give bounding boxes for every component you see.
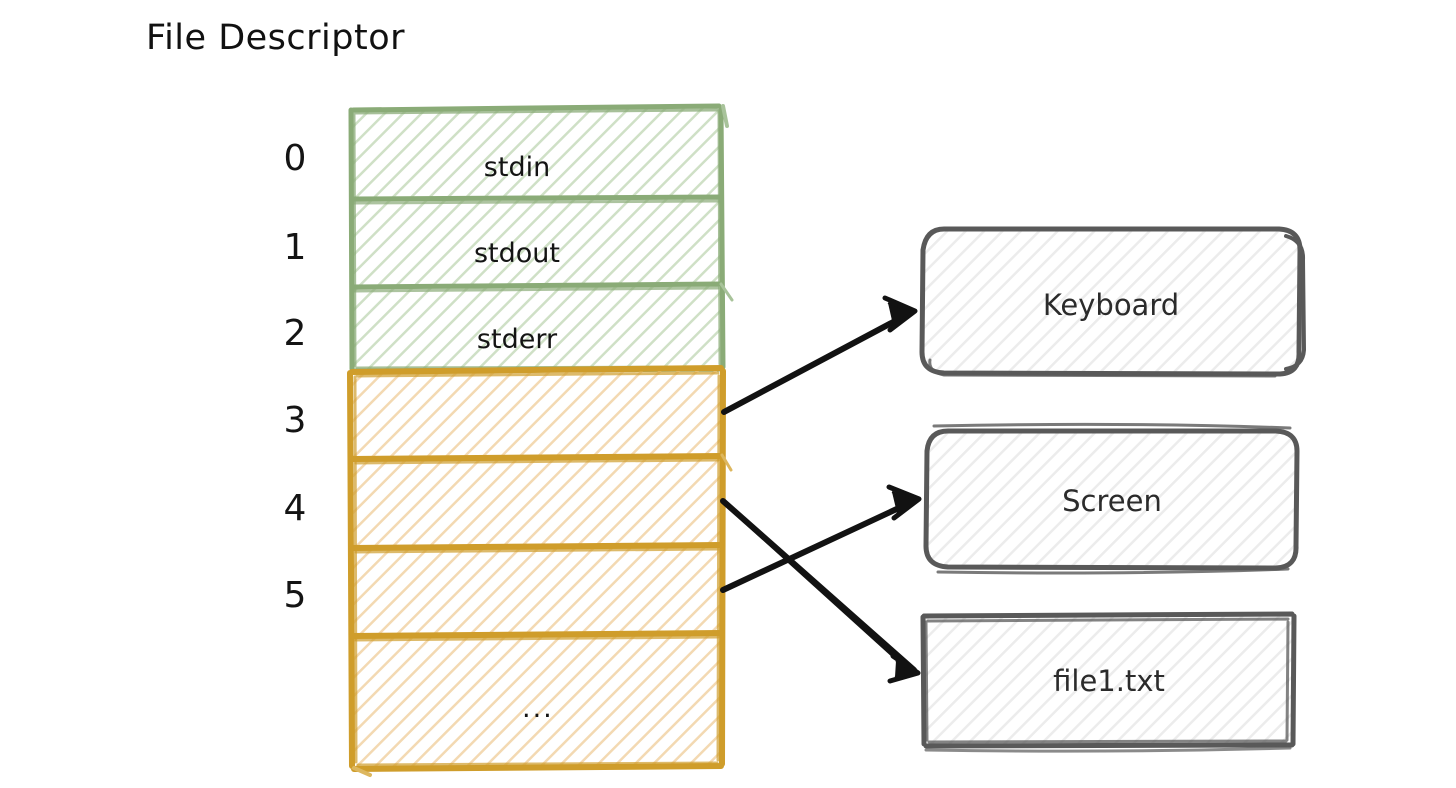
- fd-cell-stderr: stderr: [476, 324, 558, 355]
- fd-standard-group: [348, 103, 734, 374]
- fd-index-1: 1: [283, 227, 307, 268]
- screen-box-shape: [923, 422, 1300, 575]
- fd-index-0: 0: [283, 138, 307, 179]
- fd-row-3[interactable]: [352, 370, 722, 459]
- fd-row-4[interactable]: [352, 459, 722, 548]
- page-title: File Descriptor: [146, 18, 406, 58]
- screen-box[interactable]: [926, 430, 1298, 568]
- fd-openfiles-group: [347, 365, 733, 777]
- keyboard-box-shape: [919, 226, 1307, 378]
- screen-box-label: Screen: [1062, 484, 1162, 518]
- fd-index-3: 3: [283, 400, 307, 441]
- file-box-label: file1.txt: [1053, 664, 1165, 698]
- fd-cell-stdout: stdout: [473, 238, 560, 269]
- fd3-to-keyboard-arrow: [721, 295, 918, 415]
- fd4-to-file-arrow: [720, 498, 921, 684]
- file-box[interactable]: [924, 616, 1294, 744]
- fd-row-2[interactable]: [352, 287, 722, 370]
- fd-index-4: 4: [283, 488, 307, 529]
- fd-cell-stdin: stdin: [483, 152, 551, 183]
- fd-row-1[interactable]: [352, 199, 722, 287]
- fd5-to-screen-arrow: [720, 484, 922, 593]
- fd-index-5: 5: [283, 575, 307, 616]
- keyboard-box-label: Keyboard: [1042, 288, 1180, 322]
- file-box-shape: [920, 611, 1297, 753]
- fd-row-0[interactable]: [352, 108, 722, 199]
- fd-cell-ellipsis: ...: [522, 693, 554, 724]
- fd-row-more[interactable]: [352, 636, 722, 768]
- fd-row-5[interactable]: [352, 548, 722, 636]
- keyboard-box[interactable]: [922, 228, 1300, 374]
- fd-index-2: 2: [283, 313, 307, 354]
